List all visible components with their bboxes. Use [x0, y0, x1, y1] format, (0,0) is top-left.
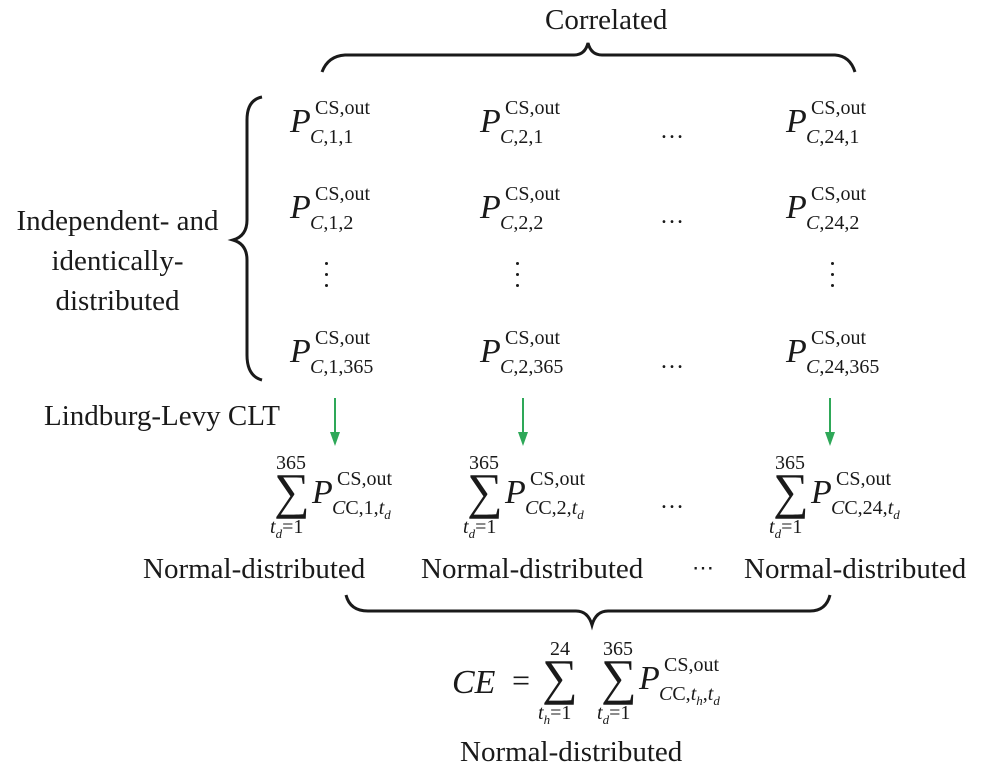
symbol-p: P — [480, 103, 501, 140]
subscript: C,2,2 — [500, 212, 544, 234]
symbol-p: P — [290, 103, 311, 140]
subscript: C,1,365 — [310, 356, 374, 378]
superscript: CS,out — [505, 97, 561, 119]
ce-normal-label: Normal-distributed — [460, 736, 683, 768]
clt-arrow-col24 — [825, 398, 835, 446]
hdots-sums: … — [660, 488, 685, 514]
symbol-p: P — [480, 189, 501, 226]
sum-upper-limit: 365 — [603, 638, 633, 660]
iid-brace — [227, 95, 263, 382]
symbol-p: P — [290, 189, 311, 226]
vdots-c24 — [830, 262, 836, 295]
sum-lower-limit: td=1 — [270, 516, 304, 541]
subscript: C,1,2 — [310, 212, 354, 234]
superscript: CS,out — [315, 97, 371, 119]
superscript: CS,out — [315, 183, 371, 205]
symbol-p: P — [786, 103, 807, 140]
subscript: C,24,2 — [806, 212, 860, 234]
correlated-label: Correlated — [545, 4, 668, 36]
clt-arrow-col1 — [330, 398, 340, 446]
sigma-symbol: ∑ — [274, 463, 310, 519]
vdots-c1 — [324, 262, 330, 295]
sum-lower-limit: td=1 — [463, 516, 497, 541]
normal-label-col2: Normal-distributed — [421, 553, 644, 585]
ce-equation: CE = 24 ∑ th=1 365 ∑ td=1 P CS,out CC,th… — [452, 638, 720, 727]
subscript: C,2,1 — [500, 126, 544, 148]
sum-upper-limit: 365 — [775, 452, 805, 474]
sum-upper-limit: 24 — [550, 638, 570, 660]
normal-sum-brace — [344, 594, 832, 631]
symbol-p: P — [290, 333, 311, 370]
sum-lower-limit: td=1 — [769, 516, 803, 541]
sigma-symbol: ∑ — [542, 649, 578, 705]
sum-lower-limit: td=1 — [597, 702, 631, 727]
correlated-brace — [320, 42, 857, 73]
superscript: CS,out — [811, 183, 867, 205]
subscript: C,2,365 — [500, 356, 564, 378]
hdots-r365: … — [660, 348, 685, 374]
symbol-p: P — [480, 333, 501, 370]
subscript: C,24,1 — [806, 126, 860, 148]
symbol-p: P — [786, 333, 807, 370]
sigma-symbol: ∑ — [467, 463, 503, 519]
ctdots-normal: ⋯ — [692, 555, 714, 580]
vdots-c2 — [515, 262, 521, 295]
symbol-p: P — [786, 189, 807, 226]
superscript: CS,out — [315, 327, 371, 349]
subscript: C,24,365 — [806, 356, 880, 378]
superscript: CS,out — [505, 327, 561, 349]
hdots-r1: … — [660, 118, 685, 144]
sigma-symbol: ∑ — [773, 463, 809, 519]
clt-arrow-col2 — [518, 398, 528, 446]
sum-upper-limit: 365 — [469, 452, 499, 474]
superscript: CS,out — [811, 97, 867, 119]
iid-label-line1: Independent- and — [16, 205, 219, 237]
iid-label-line2: identically- — [51, 245, 184, 277]
normal-label-col24: Normal-distributed — [744, 553, 967, 585]
hdots-r2: … — [660, 203, 685, 229]
subscript: C,1,1 — [310, 126, 354, 148]
iid-label-line3: distributed — [55, 285, 180, 317]
ce-equals: = — [512, 662, 531, 698]
clt-label: Lindburg-Levy CLT — [44, 400, 281, 432]
superscript: CS,out — [811, 327, 867, 349]
sum-lower-limit: th=1 — [538, 702, 572, 727]
normal-label-col1: Normal-distributed — [143, 553, 366, 585]
sum-upper-limit: 365 — [276, 452, 306, 474]
iid-label: Independent- and identically- distribute… — [0, 201, 235, 321]
sigma-symbol: ∑ — [601, 649, 637, 705]
superscript: CS,out — [505, 183, 561, 205]
ce-lhs: CE — [452, 664, 496, 701]
